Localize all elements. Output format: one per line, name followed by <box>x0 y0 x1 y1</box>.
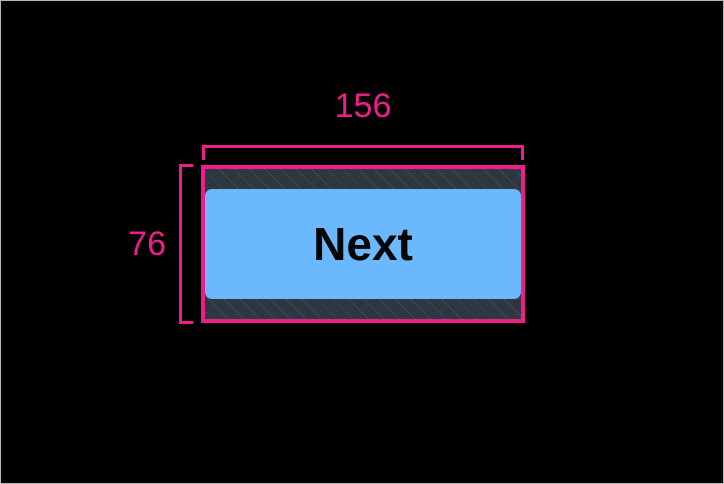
height-dimension-bracket <box>179 164 193 324</box>
height-dimension-label: 76 <box>128 225 166 263</box>
next-button-label: Next <box>313 218 413 270</box>
width-dimension-label: 156 <box>334 87 392 125</box>
next-button[interactable]: Next <box>205 189 521 299</box>
width-dimension-bracket <box>202 145 524 160</box>
measured-element-bounds: Next <box>201 165 525 323</box>
